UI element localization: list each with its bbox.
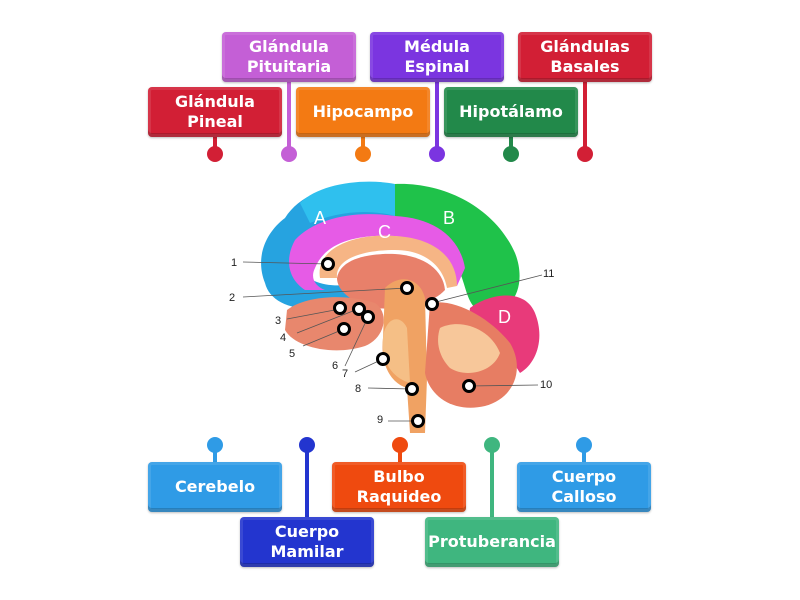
connector-stem bbox=[398, 450, 402, 462]
hotspot-6[interactable] bbox=[361, 310, 375, 324]
region-b-parietal bbox=[395, 183, 520, 308]
number-11: 11 bbox=[543, 268, 554, 280]
number-10: 10 bbox=[540, 379, 552, 391]
hotspot-10[interactable] bbox=[462, 379, 476, 393]
label-text: Protuberancia bbox=[428, 532, 556, 551]
pons bbox=[382, 319, 410, 383]
label-cerebelo[interactable]: Cerebelo bbox=[148, 462, 282, 512]
connector-stem bbox=[213, 450, 217, 462]
region-letter-a: A bbox=[314, 208, 326, 228]
label-text: Cerebelo bbox=[174, 477, 256, 496]
target-dot[interactable] bbox=[355, 146, 371, 162]
hotspot-7[interactable] bbox=[376, 352, 390, 366]
region-letter-c: C bbox=[378, 222, 391, 242]
label-hipocampo[interactable]: Hipocampo bbox=[296, 87, 430, 137]
connector-stem bbox=[213, 137, 217, 151]
brain-diagram: A B C D 1 2 3 4 5 6 7 8 9 10 11 bbox=[229, 181, 554, 433]
label-hipotalamo[interactable]: Hipotálamo bbox=[444, 87, 578, 137]
target-dot[interactable] bbox=[576, 437, 592, 453]
connector-stem bbox=[582, 450, 586, 462]
hotspot-5[interactable] bbox=[337, 322, 351, 336]
connector-stem bbox=[435, 82, 439, 150]
number-5: 5 bbox=[289, 348, 295, 360]
number-6: 6 bbox=[332, 360, 338, 372]
number-8: 8 bbox=[355, 383, 361, 395]
corpus-callosum bbox=[319, 235, 457, 288]
label-protuberancia[interactable]: Protuberancia bbox=[425, 517, 559, 567]
region-c-cingulate bbox=[289, 214, 465, 290]
number-4: 4 bbox=[280, 332, 286, 344]
target-dot[interactable] bbox=[484, 437, 500, 453]
number-2: 2 bbox=[229, 292, 235, 304]
target-dot[interactable] bbox=[503, 146, 519, 162]
label-text: Hipocampo bbox=[312, 102, 414, 121]
hotspot-3[interactable] bbox=[333, 301, 347, 315]
label-text: Hipotálamo bbox=[459, 102, 563, 121]
hotspot-4[interactable] bbox=[352, 302, 366, 316]
hotspot-11[interactable] bbox=[425, 297, 439, 311]
number-9: 9 bbox=[377, 414, 383, 426]
hotspot-8[interactable] bbox=[405, 382, 419, 396]
hotspot-9[interactable] bbox=[411, 414, 425, 428]
target-dot[interactable] bbox=[207, 146, 223, 162]
connector-stem bbox=[305, 450, 309, 517]
number-1: 1 bbox=[231, 257, 237, 269]
connector-stem bbox=[583, 82, 587, 150]
hotspot-1[interactable] bbox=[321, 257, 335, 271]
region-letter-b: B bbox=[443, 208, 455, 228]
target-dot[interactable] bbox=[281, 146, 297, 162]
hotspot-2[interactable] bbox=[400, 281, 414, 295]
connector-stem bbox=[490, 450, 494, 517]
connector-stem bbox=[287, 82, 291, 150]
region-letter-d: D bbox=[498, 307, 511, 327]
number-3: 3 bbox=[275, 315, 281, 327]
target-dot[interactable] bbox=[429, 146, 445, 162]
target-dot[interactable] bbox=[299, 437, 315, 453]
region-a-top bbox=[300, 181, 395, 223]
number-7: 7 bbox=[342, 368, 348, 380]
region-d-occipital bbox=[469, 295, 540, 373]
target-dot[interactable] bbox=[577, 146, 593, 162]
target-dot[interactable] bbox=[392, 437, 408, 453]
connector-stem bbox=[361, 137, 365, 151]
target-dot[interactable] bbox=[207, 437, 223, 453]
connector-stem bbox=[509, 137, 513, 151]
arbor-vitae bbox=[438, 324, 500, 373]
